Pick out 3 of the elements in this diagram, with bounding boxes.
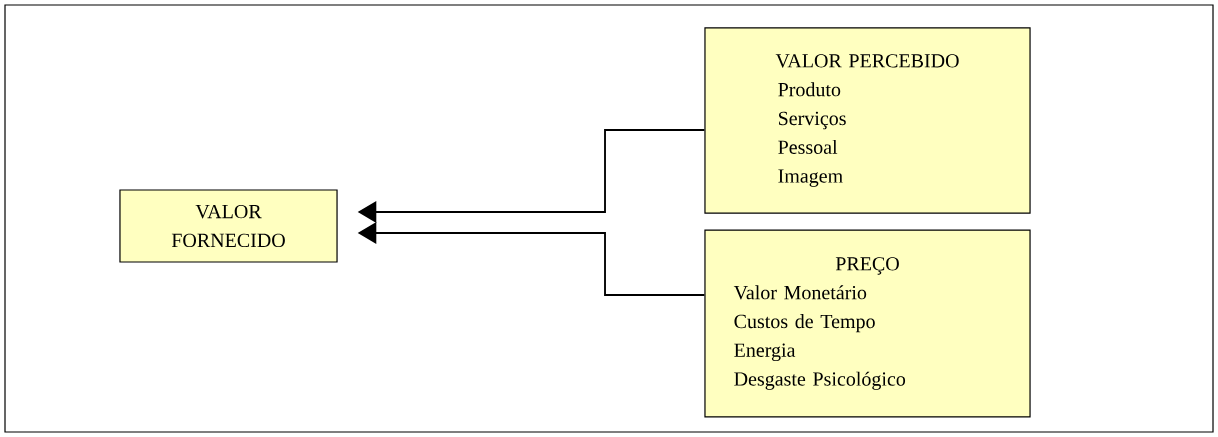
text-box: VALOR FORNECIDO xyxy=(119,189,338,263)
text-box: VALOR PERCEBIDO Produto Serviços Pessoal Imagem xyxy=(704,27,1031,214)
text-box: PREÇO Valor Monetário Custos de Tempo Energia Desgaste Psicológico xyxy=(704,229,1031,418)
